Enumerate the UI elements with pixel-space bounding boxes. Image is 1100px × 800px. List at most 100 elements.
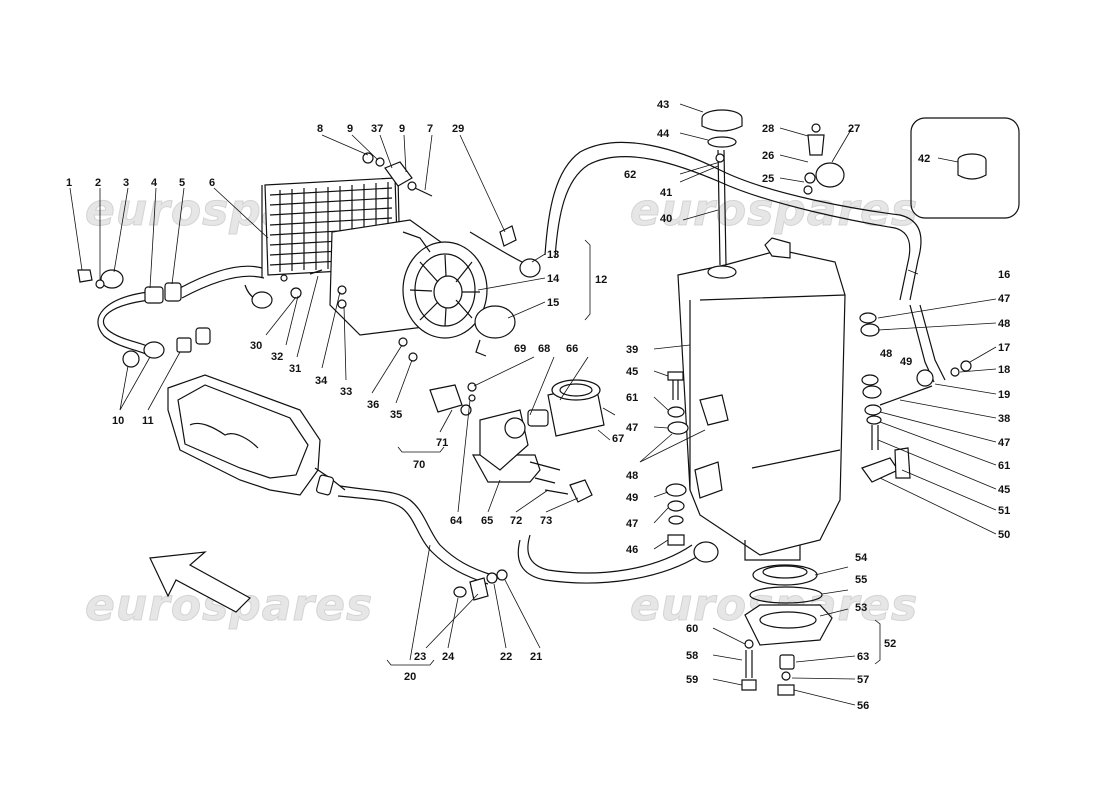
- oil-filter-assembly: [471, 379, 605, 484]
- callout-27: 27: [848, 123, 860, 135]
- callout-30: 30: [250, 340, 262, 352]
- callout-20: 20: [404, 671, 416, 683]
- callout-47a: 47: [626, 422, 638, 434]
- tank-outlet-hose: [517, 534, 719, 584]
- callout-43: 43: [657, 99, 669, 111]
- callout-38: 38: [998, 413, 1010, 425]
- callout-67: 67: [612, 433, 624, 445]
- breather-hose: [544, 141, 946, 383]
- oil-sump: [167, 374, 346, 496]
- callout-69: 69: [514, 343, 526, 355]
- callout-37: 37: [371, 123, 383, 135]
- callout-19: 19: [998, 389, 1010, 401]
- callout-61a: 61: [626, 392, 638, 404]
- callout-47c: 47: [998, 293, 1010, 305]
- callout-25: 25: [762, 173, 774, 185]
- callout-22: 22: [500, 651, 512, 663]
- callout-73: 73: [540, 515, 552, 527]
- callout-65: 65: [481, 515, 493, 527]
- left-oil-hoses: [77, 265, 323, 368]
- cooling-fan-assembly: [329, 219, 516, 357]
- callout-29: 29: [452, 123, 464, 135]
- callout-66: 66: [566, 343, 578, 355]
- callout-31: 31: [289, 363, 301, 375]
- tank-left-mounts: [665, 371, 689, 546]
- callout-2: 2: [95, 177, 101, 189]
- callout-33: 33: [340, 386, 352, 398]
- callout-68: 68: [538, 343, 550, 355]
- callout-48c: 48: [880, 348, 892, 360]
- callout-28: 28: [762, 123, 774, 135]
- callout-32: 32: [271, 351, 283, 363]
- callout-numbers: 1 2 3 4 5 6 8 9 37 9 7 29 13 14 15 12 30…: [66, 99, 1010, 712]
- callout-24: 24: [442, 651, 455, 663]
- callout-46: 46: [626, 544, 638, 556]
- oil-tank: [677, 149, 846, 561]
- leader-lines: [69, 103, 997, 706]
- callout-11: 11: [142, 415, 154, 427]
- callout-9b: 9: [399, 123, 405, 135]
- callout-40: 40: [660, 213, 672, 225]
- callout-39: 39: [626, 344, 638, 356]
- callout-49b: 49: [900, 356, 912, 368]
- callout-45b: 45: [998, 484, 1010, 496]
- callout-34: 34: [315, 375, 328, 387]
- callout-53: 53: [855, 602, 867, 614]
- callout-50: 50: [998, 529, 1010, 541]
- callout-9a: 9: [347, 123, 353, 135]
- callout-48a: 48: [626, 470, 638, 482]
- callout-21: 21: [530, 651, 542, 663]
- callout-6: 6: [209, 177, 215, 189]
- callout-26: 26: [762, 150, 774, 162]
- callout-55: 55: [855, 574, 867, 586]
- right-mounts: [859, 312, 972, 483]
- callout-49a: 49: [626, 492, 638, 504]
- callout-42: 42: [918, 153, 930, 165]
- callout-59: 59: [686, 674, 698, 686]
- thermo-switch-and-hose: [469, 225, 541, 278]
- upper-fittings: [803, 123, 845, 195]
- callout-72: 72: [510, 515, 522, 527]
- callout-8: 8: [317, 123, 323, 135]
- callout-70: 70: [413, 459, 425, 471]
- callout-36: 36: [367, 399, 379, 411]
- callout-3: 3: [123, 177, 129, 189]
- callout-63: 63: [857, 651, 869, 663]
- callout-17: 17: [998, 342, 1010, 354]
- callout-45a: 45: [626, 366, 638, 378]
- detail-inset: [910, 117, 1020, 219]
- callout-15: 15: [547, 297, 559, 309]
- callout-5: 5: [179, 177, 185, 189]
- callout-48b: 48: [998, 318, 1010, 330]
- callout-41: 41: [660, 187, 672, 199]
- callout-60: 60: [686, 623, 698, 635]
- callout-16: 16: [998, 269, 1010, 281]
- bottom-plate-assembly: [741, 564, 833, 696]
- callout-71: 71: [436, 437, 448, 449]
- callout-14: 14: [547, 273, 560, 285]
- callout-4: 4: [151, 177, 158, 189]
- callout-57: 57: [857, 674, 869, 686]
- callout-44: 44: [657, 128, 670, 140]
- callout-13: 13: [547, 249, 559, 261]
- callout-23: 23: [414, 651, 426, 663]
- callout-51: 51: [998, 505, 1010, 517]
- callout-47b: 47: [626, 518, 638, 530]
- callout-18: 18: [998, 364, 1010, 376]
- direction-arrow: [149, 551, 251, 613]
- callout-47d: 47: [998, 437, 1010, 449]
- filler-cap: [701, 109, 743, 163]
- callout-12: 12: [595, 274, 607, 286]
- callout-56: 56: [857, 700, 869, 712]
- callout-7: 7: [427, 123, 433, 135]
- callout-35: 35: [390, 409, 402, 421]
- sensors: [429, 382, 593, 503]
- return-pipe: [337, 485, 508, 601]
- callout-62: 62: [624, 169, 636, 181]
- callout-64: 64: [450, 515, 463, 527]
- callout-61b: 61: [998, 460, 1010, 472]
- callout-52: 52: [884, 638, 896, 650]
- callout-58: 58: [686, 650, 698, 662]
